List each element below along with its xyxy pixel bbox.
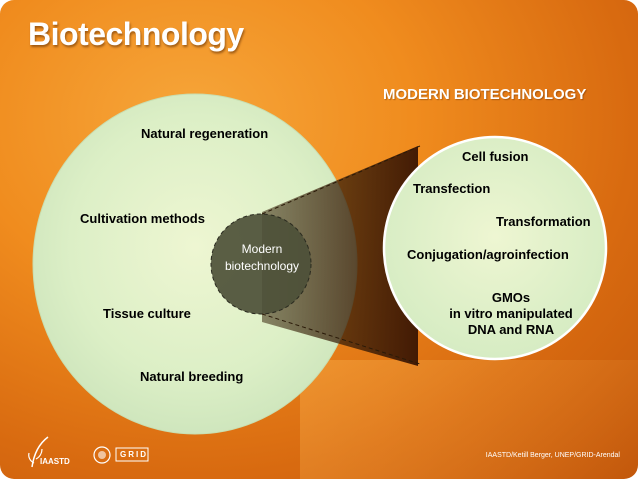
label-tissue-culture: Tissue culture	[103, 306, 191, 321]
label-gmos: GMOs in vitro manipulated DNA and RNA	[436, 290, 586, 338]
image-credit: IAASTD/Ketill Berger, UNEP/GRID-Arendal	[485, 452, 620, 459]
footer-logos: IAASTD GRID	[26, 433, 156, 471]
inner-label-line1: Modern	[241, 242, 283, 256]
gmo-line-3: DNA and RNA	[467, 322, 555, 337]
grid-logo-text: GRID	[120, 450, 148, 459]
iaastd-logo-icon	[28, 436, 149, 468]
label-conjugation: Conjugation/agroinfection	[407, 247, 569, 262]
gmo-line-1: GMOs	[491, 290, 531, 305]
label-transformation: Transformation	[496, 214, 591, 229]
label-transfection: Transfection	[413, 181, 491, 196]
iaastd-logo-text: IAASTD	[40, 457, 70, 466]
modern-biotechnology-heading: MODERN BIOTECHNOLOGY	[383, 86, 587, 103]
slide-title: Biotechnology	[28, 16, 244, 52]
label-cell-fusion: Cell fusion	[462, 149, 529, 164]
inner-circle	[210, 213, 312, 315]
label-natural-regeneration: Natural regeneration	[141, 126, 269, 141]
small-circle	[382, 135, 608, 361]
inner-circle-label: Modern biotechnology	[212, 241, 312, 275]
inner-label-line2: biotechnology	[224, 259, 300, 273]
label-cultivation-methods: Cultivation methods	[80, 211, 205, 226]
funnel-edge-top	[261, 145, 421, 215]
label-natural-breeding: Natural breeding	[140, 369, 244, 384]
gmo-line-2: in vitro manipulated	[449, 306, 573, 321]
funnel-connector	[262, 146, 418, 366]
background-glow	[300, 360, 638, 479]
